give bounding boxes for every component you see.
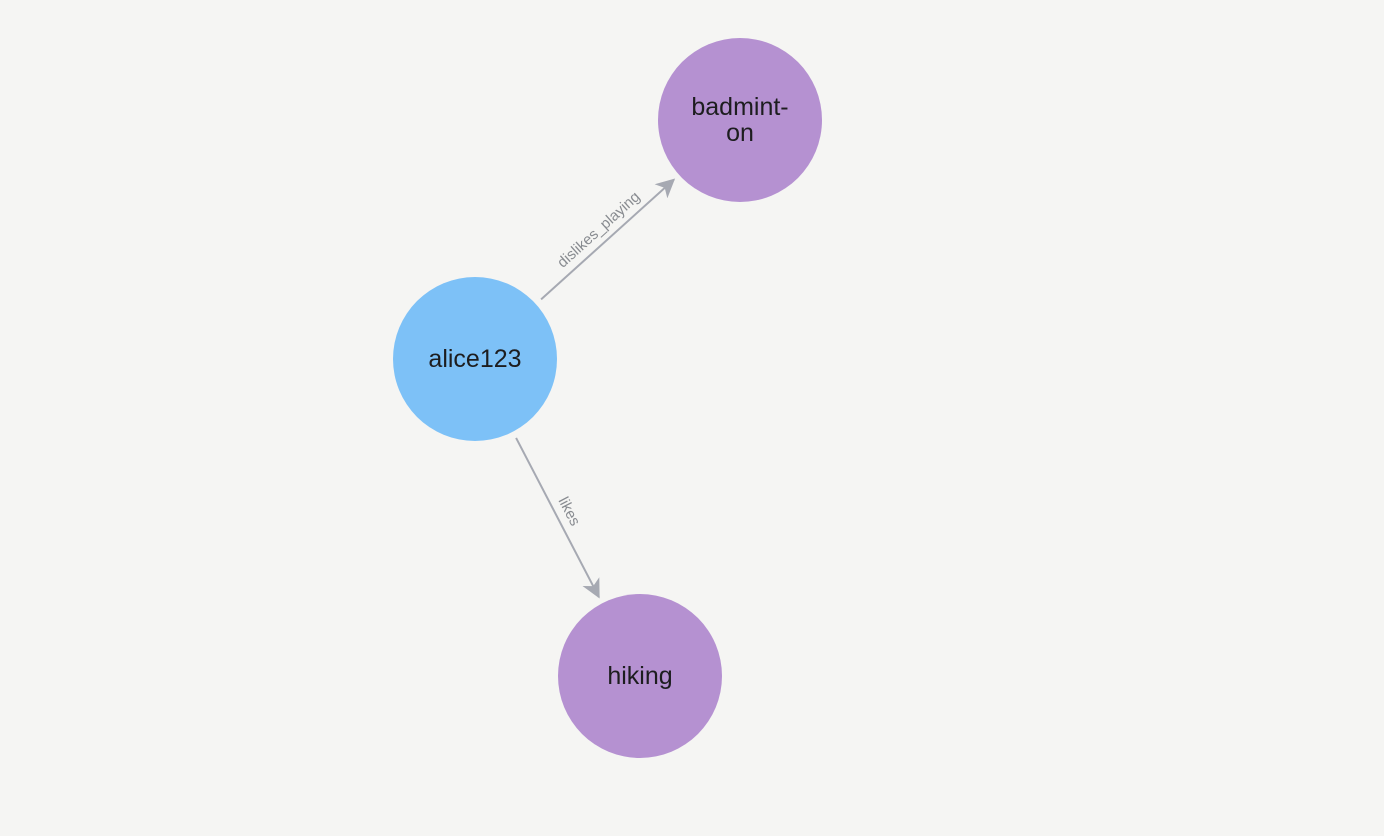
edge-label: likes xyxy=(555,494,584,528)
edge-line xyxy=(540,178,676,301)
node-circle[interactable] xyxy=(558,594,722,758)
node-circle[interactable] xyxy=(658,38,822,202)
node-circle[interactable] xyxy=(393,277,557,441)
graph-node-alice123[interactable]: alice123 xyxy=(393,277,557,441)
edge-line xyxy=(515,437,600,599)
graph-edge-likes: likes xyxy=(515,437,600,599)
edge-label: dislikes_playing xyxy=(554,188,643,271)
graph-edge-dislikes_playing: dislikes_playing xyxy=(540,178,676,301)
graph-node-hiking[interactable]: hiking xyxy=(558,594,722,758)
graph-node-badminton[interactable]: badmint-on xyxy=(658,38,822,202)
